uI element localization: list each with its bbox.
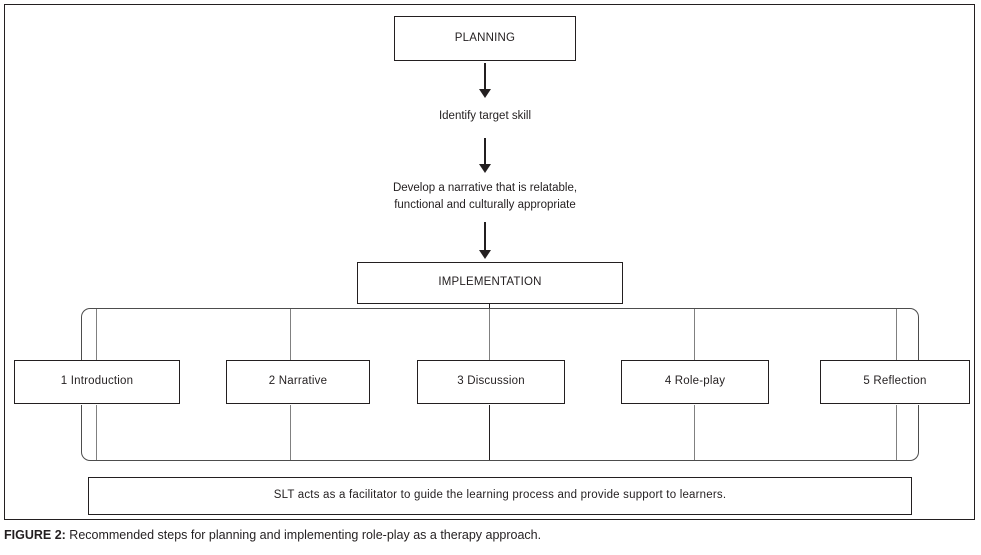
- step-box-5[interactable]: 5 Reflection: [820, 360, 970, 404]
- upper-stem-step-4: [694, 309, 696, 360]
- upper-stem-step-5: [896, 309, 898, 360]
- figure-caption: FIGURE 2: Recommended steps for planning…: [4, 528, 964, 542]
- step-box-1[interactable]: 1 Introduction: [14, 360, 180, 404]
- lower-stem-step-2: [290, 405, 292, 460]
- implementation-stem: [489, 303, 491, 309]
- identify-target-skill-text: Identify target skill: [365, 108, 605, 125]
- upper-bracket-rail: [81, 308, 919, 360]
- arrow-develop-to-implementation: [478, 222, 492, 260]
- step-box-2-label: 2 Narrative: [268, 375, 328, 388]
- identify-target-skill-label: Identify target skill: [438, 110, 532, 122]
- arrow-identify-to-develop: [478, 138, 492, 174]
- implementation-box: IMPLEMENTATION: [357, 262, 623, 304]
- step-box-4[interactable]: 4 Role-play: [621, 360, 769, 404]
- develop-narrative-line-2: functional and culturally appropriate: [394, 199, 576, 212]
- step-box-1-label: 1 Introduction: [60, 375, 134, 388]
- develop-narrative-text: Develop a narrative that is relatable, f…: [345, 180, 625, 215]
- planning-box-label: PLANNING: [454, 31, 516, 44]
- step-box-5-label: 5 Reflection: [863, 375, 927, 388]
- figure-caption-label: FIGURE 2:: [4, 528, 66, 542]
- step-box-4-label: 4 Role-play: [664, 375, 726, 388]
- figure-caption-text: Recommended steps for planning and imple…: [65, 528, 542, 542]
- lower-stem-step-1: [96, 405, 98, 460]
- lower-bracket-rail: [81, 405, 919, 461]
- upper-stem-step-1: [96, 309, 98, 360]
- slt-facilitator-box: SLT acts as a facilitator to guide the l…: [88, 477, 912, 515]
- develop-narrative-line-1: Develop a narrative that is relatable,: [392, 182, 578, 194]
- lower-stem-step-4: [694, 405, 696, 460]
- lower-stem-step-5: [896, 405, 898, 460]
- upper-stem-step-2: [290, 309, 292, 360]
- implementation-box-label: IMPLEMENTATION: [438, 276, 542, 289]
- upper-stem-step-3: [489, 309, 491, 360]
- step-box-2[interactable]: 2 Narrative: [226, 360, 370, 404]
- step-box-3[interactable]: 3 Discussion: [417, 360, 565, 404]
- step-box-3-label: 3 Discussion: [457, 375, 525, 388]
- slt-facilitator-label: SLT acts as a facilitator to guide the l…: [273, 489, 727, 502]
- planning-box: PLANNING: [394, 16, 576, 61]
- lower-stem-step-3: [489, 405, 491, 460]
- arrow-planning-to-identify: [478, 63, 492, 99]
